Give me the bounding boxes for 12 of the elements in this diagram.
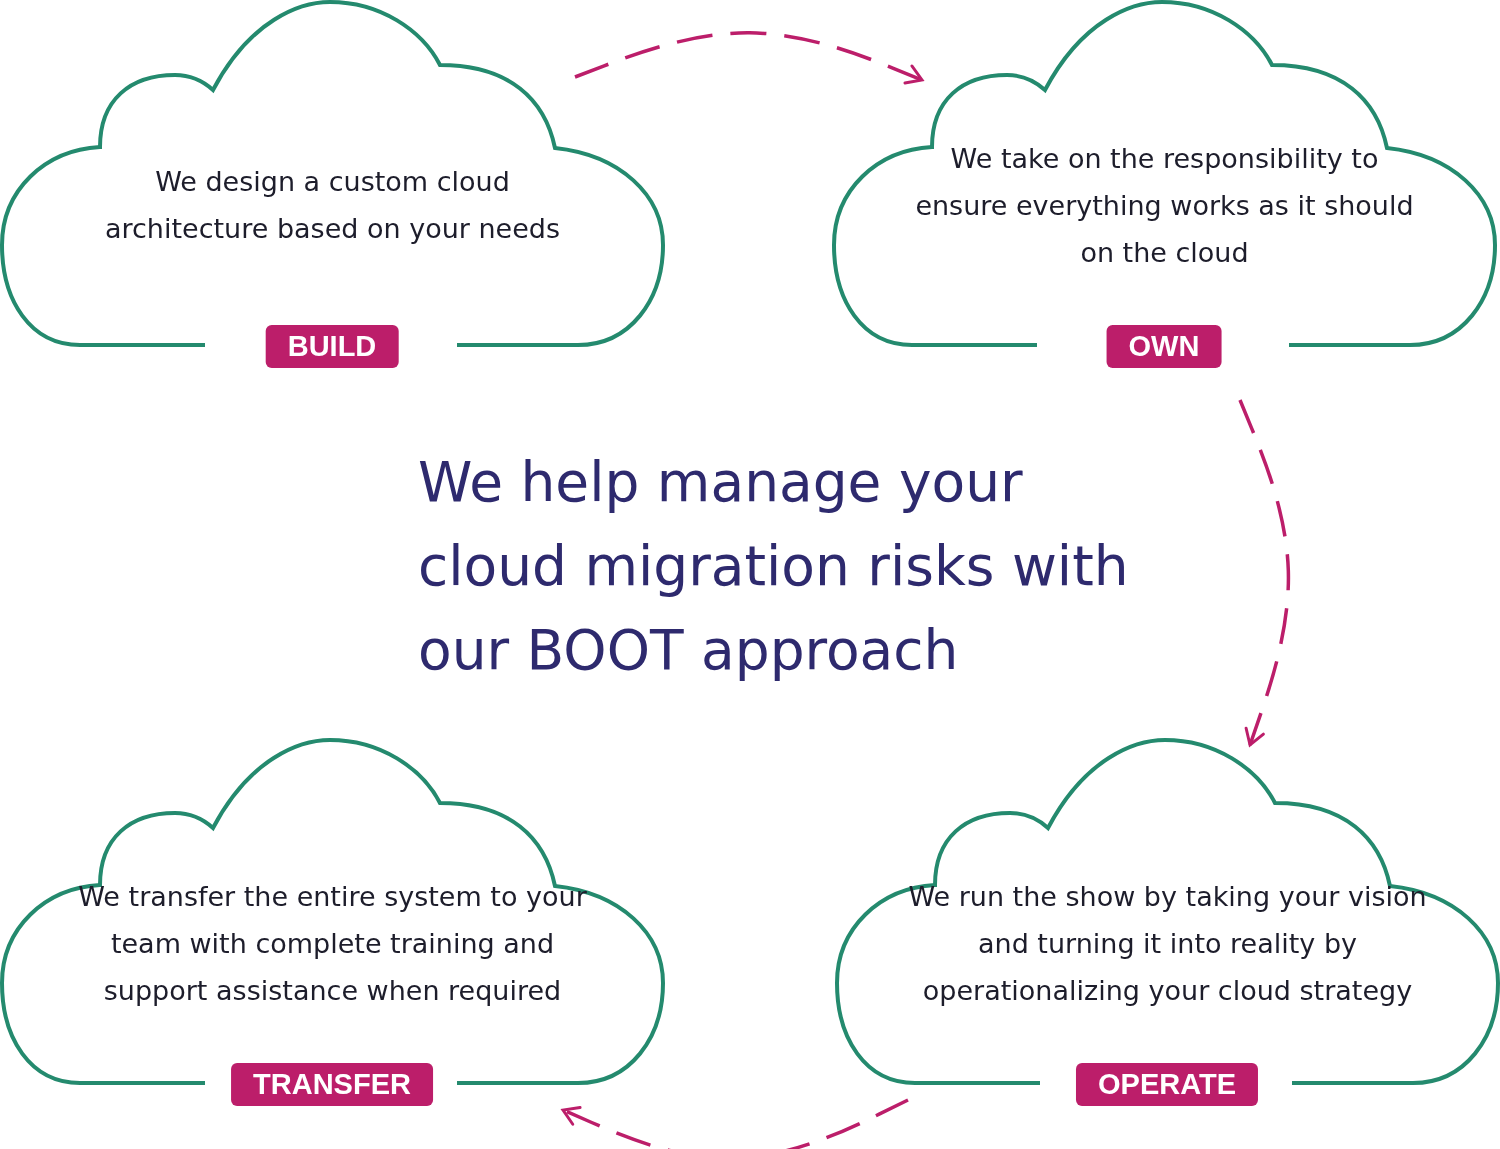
stage-label: TRANSFER — [231, 1063, 433, 1106]
stage-label: OPERATE — [1076, 1063, 1258, 1106]
description-text: We design a custom cloud architecture based on your needs — [103, 165, 562, 246]
stage-label: OWN — [1106, 325, 1222, 368]
description-text: We take on the responsibility to ensure everything works as it should on the cloud — [914, 141, 1415, 270]
description-text: We run the show by taking your vision and turning it into reality by operationalizing your cloud strategy — [907, 879, 1428, 1008]
dashed-arrow — [574, 31, 924, 85]
dashed-arrow — [1238, 399, 1291, 747]
headline: We help manage your cloud migration risks with our BOOT approach — [418, 449, 1130, 684]
stage-label: BUILD — [265, 325, 399, 368]
description-text: We transfer the entire system to your team with complete training and support assistance when required — [77, 879, 588, 1008]
dashed-arrow — [561, 1098, 909, 1149]
